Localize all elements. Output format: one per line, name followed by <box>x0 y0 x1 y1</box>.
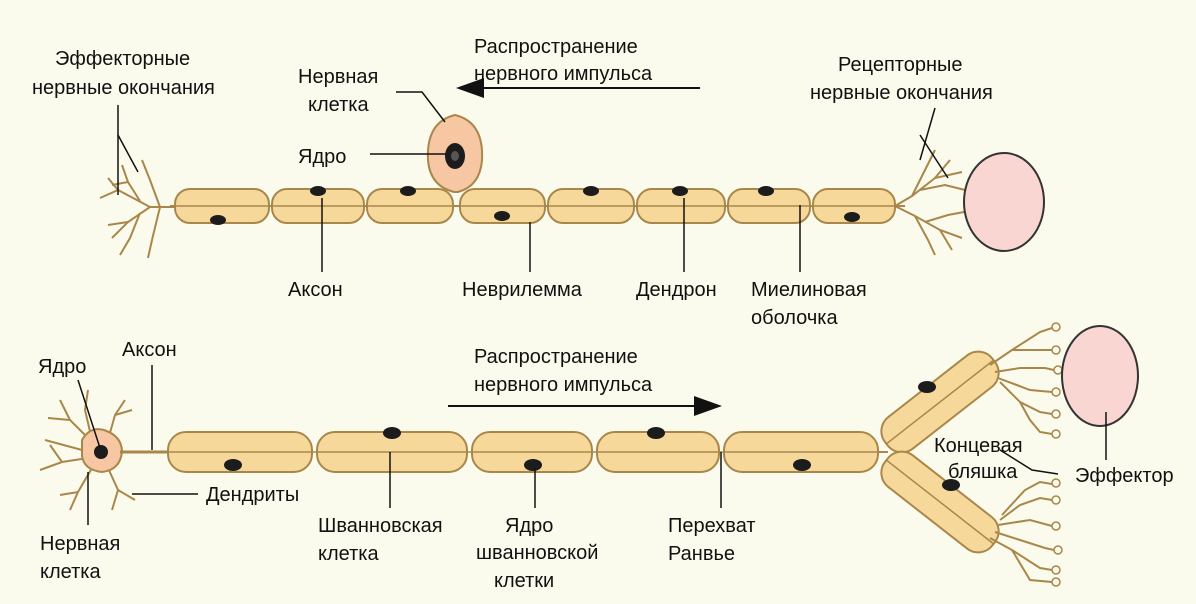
bottom-nerve-cell-label-2: клетка <box>40 561 101 583</box>
bottom-schwann-nucleus-label-3: клетки <box>494 570 554 592</box>
top-effector-endings-label-1: Эффекторные <box>55 48 190 70</box>
top-effector-endings-label-2: нервные окончания <box>32 77 215 99</box>
bottom-schwann-nucleus-label-1: Ядро <box>505 515 553 537</box>
bottom-node-label-1: Перехват <box>668 515 756 537</box>
top-neurilemma-label: Неврилемма <box>462 279 583 301</box>
bottom-end-plate-label-1: Концевая <box>934 435 1023 457</box>
bottom-schwann-nucleus-label-2: шванновской <box>476 542 598 564</box>
bottom-schwann-cell-label-1: Шванновская <box>318 515 443 537</box>
bottom-nerve-cell-label-1: Нервная <box>40 533 120 555</box>
bottom-motor-neuron: Ядро Аксон Распространение нервного импу… <box>38 323 1174 592</box>
top-myelin-label-2: оболочка <box>751 307 838 329</box>
bottom-end-plates-upper <box>990 328 1054 434</box>
top-myelin-label-1: Миелиновая <box>751 279 867 301</box>
top-axon-label: Аксон <box>288 279 343 301</box>
bottom-effector-organ <box>1062 326 1138 426</box>
top-sensory-neuron: Эффекторные нервные окончания Нервная кл… <box>32 36 1044 329</box>
bottom-axon-label: Аксон <box>122 339 177 361</box>
top-nerve-cell-label-2: клетка <box>308 94 369 116</box>
bottom-effector-label: Эффектор <box>1075 465 1174 487</box>
top-direction-label-1: Распространение <box>474 36 638 58</box>
top-leader-lines <box>118 92 948 272</box>
bottom-end-knobs-upper <box>1052 323 1062 438</box>
top-direction-label-2: нервного импульса <box>474 63 653 85</box>
top-receptor-endings <box>895 150 965 255</box>
bottom-direction-label-2: нервного импульса <box>474 374 653 396</box>
top-receptor-endings-label-1: Рецепторные <box>838 54 963 76</box>
bottom-direction-label-1: Распространение <box>474 346 638 368</box>
bottom-schwann-cell-label-2: клетка <box>318 543 379 565</box>
bottom-end-knobs-lower <box>1052 479 1062 586</box>
bottom-end-plate-label-2: бляшка <box>948 461 1018 483</box>
top-nerve-cell-label-1: Нервная <box>298 66 378 88</box>
bottom-dendrites-label: Дендриты <box>206 484 299 506</box>
top-nucleus-label: Ядро <box>298 146 346 168</box>
top-receptor-organ <box>964 153 1044 251</box>
top-effector-endings <box>100 160 175 258</box>
bottom-cell-nucleus <box>94 445 108 459</box>
top-receptor-endings-label-2: нервные окончания <box>810 82 993 104</box>
bottom-nucleus-label: Ядро <box>38 356 86 378</box>
top-dendron-label: Дендрон <box>636 279 717 301</box>
bottom-node-label-2: Ранвье <box>668 543 735 565</box>
